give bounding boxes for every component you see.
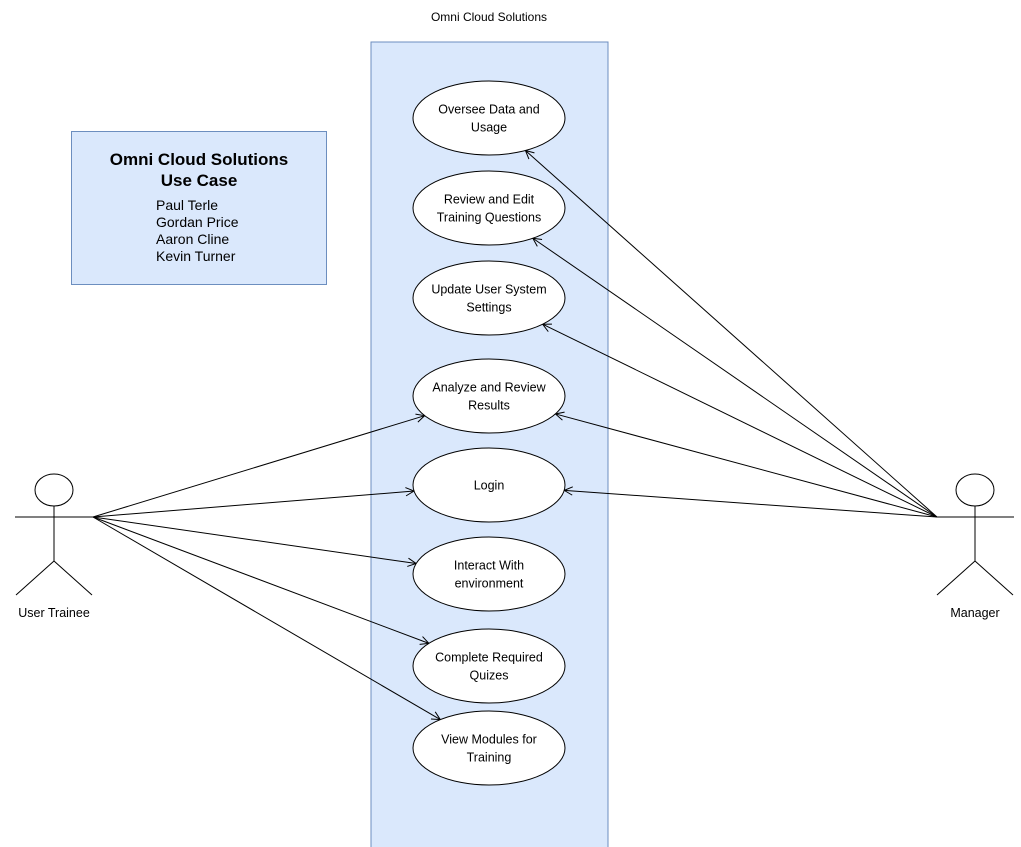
actor-leg — [974, 560, 1014, 596]
association-manager-analyze — [555, 414, 938, 518]
actor-leg — [936, 560, 976, 596]
actor-head — [34, 473, 74, 507]
author-list: Paul Terle Gordan Price Aaron Cline Kevi… — [156, 197, 238, 265]
system-title: Omni Cloud Solutions — [431, 10, 547, 24]
association-manager-review-edit — [533, 238, 938, 518]
use-case-ellipse — [412, 80, 566, 156]
use-case-label: Quizes — [470, 669, 509, 683]
use-case-label: Settings — [466, 301, 511, 315]
author-name: Gordan Price — [156, 214, 239, 230]
use-case-label: Training — [467, 751, 512, 765]
use-case-label: Usage — [471, 121, 507, 135]
association-trainee-interact — [92, 516, 416, 564]
use-case-ellipse — [412, 628, 566, 704]
actor-manager — [936, 473, 1014, 596]
use-case-login: Login — [412, 447, 566, 523]
use-case-ellipse — [412, 710, 566, 786]
use-case-ellipse — [412, 260, 566, 336]
use-case-label: Training Questions — [437, 211, 541, 225]
association-trainee-modules — [92, 516, 440, 720]
use-case-label: environment — [455, 577, 524, 591]
use-case-ellipse — [412, 358, 566, 434]
info-title-line-1: Omni Cloud Solutions — [109, 150, 289, 169]
actor-leg — [53, 560, 93, 596]
actor-leg — [15, 560, 55, 596]
association-trainee-quizzes — [92, 516, 429, 643]
use-case-label: Complete Required — [435, 651, 543, 665]
use-case-label: Interact With — [454, 559, 524, 573]
use-case-label: Review and Edit — [444, 193, 535, 207]
use-case-ellipse — [412, 447, 566, 523]
association-trainee-login — [92, 491, 414, 518]
use-case-label: Login — [474, 479, 505, 493]
use-case-ellipse — [412, 536, 566, 612]
actor-label: User Trainee — [18, 606, 90, 620]
use-case-interact: Interact With environment — [412, 536, 566, 612]
use-case-ellipse — [412, 170, 566, 246]
association-manager-login — [564, 490, 938, 518]
author-name: Paul Terle — [156, 197, 219, 213]
actor-trainee — [15, 473, 93, 596]
use-case-label: Update User System — [431, 283, 546, 297]
info-title-line-2: Use Case — [160, 171, 238, 190]
association-manager-oversee — [525, 150, 938, 518]
info-box: Omni Cloud Solutions Use Case Paul Terle… — [71, 131, 327, 285]
association-trainee-analyze — [92, 416, 425, 518]
use-case-label: Analyze and Review — [432, 381, 546, 395]
use-case-label: Oversee Data and — [438, 103, 539, 117]
association-manager-update-settings — [543, 324, 938, 518]
actors: User Trainee Manager — [15, 473, 1014, 620]
info-title: Omni Cloud Solutions Use Case — [72, 149, 326, 191]
association-lines — [92, 150, 938, 720]
author-name: Aaron Cline — [156, 231, 230, 247]
actor-head — [955, 473, 995, 507]
actor-label: Manager — [950, 606, 999, 620]
author-name: Kevin Turner — [156, 248, 236, 264]
use-case-label: View Modules for — [441, 733, 537, 747]
use-case-label: Results — [468, 399, 510, 413]
